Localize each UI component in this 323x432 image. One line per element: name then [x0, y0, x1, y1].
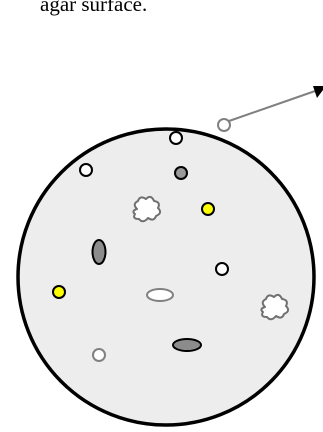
pointer-line — [229, 90, 318, 121]
colony-gray-oval-vertical — [93, 240, 106, 264]
colony-white-oval — [147, 289, 173, 301]
colony-white-gray-outline — [93, 349, 105, 361]
colony-gray-oval-horizontal — [173, 339, 201, 351]
agar-plate — [18, 129, 314, 425]
colony-gray-small — [175, 167, 187, 179]
colony-white-small — [216, 263, 228, 275]
colony-white-small — [170, 132, 182, 144]
colony-irregular — [133, 197, 160, 221]
colony-white-small — [80, 164, 92, 176]
colony-irregular — [261, 295, 288, 319]
colony-white-gray-outline — [218, 119, 230, 131]
colony-yellow — [53, 286, 65, 298]
colony-yellow — [202, 203, 214, 215]
